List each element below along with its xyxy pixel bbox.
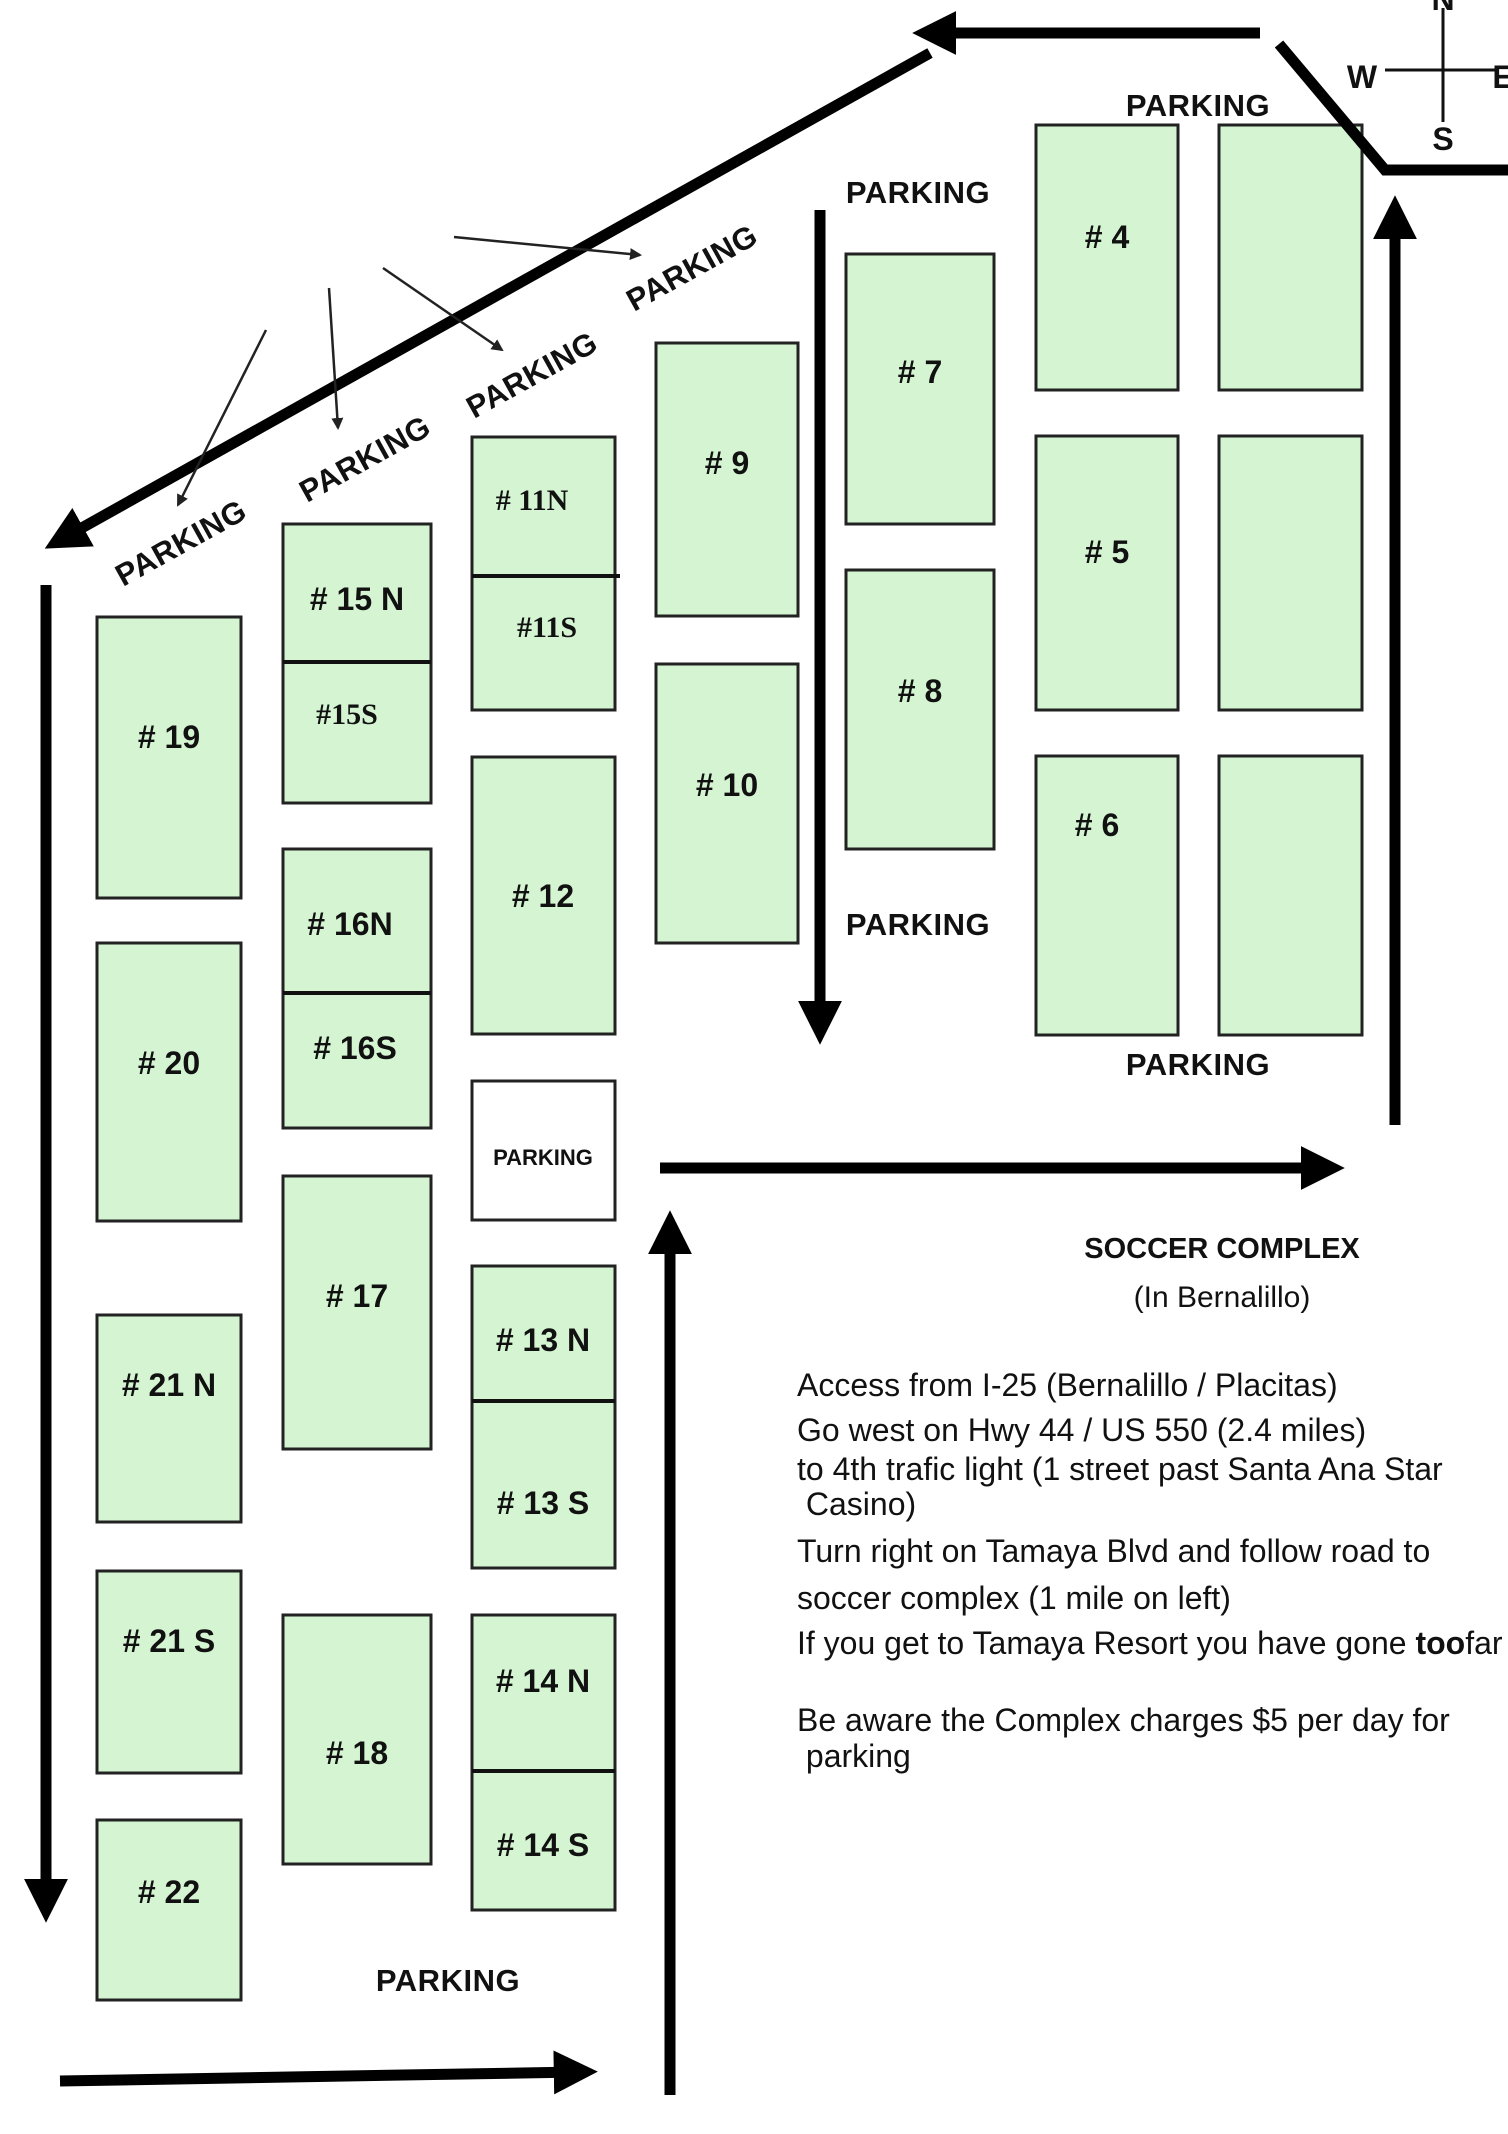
- warning-far: far: [1465, 1625, 1503, 1661]
- parking-label-9: PARKING: [620, 218, 763, 319]
- field-5-label: # 5: [1085, 534, 1129, 570]
- field-16n-label: # 16N: [307, 906, 392, 942]
- field-11: [470, 435, 617, 712]
- parking-label-6: PARKING: [109, 493, 252, 594]
- parking-lot-label: PARKING: [493, 1145, 593, 1170]
- field-9: [654, 341, 800, 618]
- field-12-label: # 12: [512, 878, 574, 914]
- field-17-label: # 17: [326, 1278, 388, 1314]
- field-8-label: # 8: [898, 673, 942, 709]
- parking-label-1: PARKING: [1126, 88, 1270, 123]
- warning-too: too: [1415, 1625, 1465, 1661]
- field-6-label: # 6: [1075, 807, 1119, 843]
- field-13s-label: # 13 S: [497, 1485, 590, 1521]
- field-7: [844, 252, 996, 526]
- field-22: [95, 1818, 243, 2002]
- field-6: [1034, 754, 1180, 1037]
- field-21s: [95, 1569, 243, 1775]
- field-8: [844, 568, 996, 851]
- field-16s-label: # 16S: [313, 1030, 397, 1066]
- field-11n-label: # 11N: [496, 484, 569, 517]
- field-18: [281, 1613, 433, 1866]
- field-unlabeled-top: [1217, 123, 1364, 392]
- field-20: [95, 941, 243, 1223]
- field-14n-label: # 14 N: [496, 1663, 590, 1699]
- field-12: [470, 755, 617, 1036]
- fee-line-1: Be aware the Complex charges $5 per day …: [797, 1702, 1450, 1738]
- road-arrow-diagonal: [44, 48, 933, 549]
- compass-n: N: [1431, 0, 1454, 17]
- field-11s-label: #11S: [517, 611, 577, 644]
- complex-title: SOCCER COMPLEX: [1084, 1233, 1360, 1265]
- field-13: [470, 1264, 617, 1570]
- parking-label-2: PARKING: [846, 175, 990, 210]
- field-20-label: # 20: [138, 1045, 200, 1081]
- compass-icon: [1385, 8, 1495, 122]
- parking-label-8: PARKING: [460, 325, 603, 426]
- fee-line-2: parking: [797, 1738, 911, 1774]
- field-21s-label: # 21 S: [123, 1623, 216, 1659]
- road-arrow-bottom-east: [59, 2050, 598, 2095]
- field-15n-label: # 15 N: [310, 581, 404, 617]
- pointer-arrow-2: [327, 287, 344, 430]
- field-unlabeled-middle: [1217, 434, 1364, 712]
- parking-label-4: PARKING: [1126, 1047, 1270, 1082]
- road-highway: [1274, 40, 1508, 176]
- parking-lot-box: [470, 1079, 617, 1222]
- directions-line-6: soccer complex (1 mile on left): [797, 1580, 1231, 1616]
- field-19: [95, 615, 243, 900]
- field-13n-label: # 13 N: [496, 1322, 590, 1358]
- field-15s-label: #15S: [316, 698, 378, 731]
- field-19-label: # 19: [138, 719, 200, 755]
- pointer-arrow-1: [176, 329, 268, 507]
- field-4: [1034, 123, 1180, 392]
- warning-text: If you get to Tamaya Resort you have gon…: [797, 1625, 1415, 1661]
- field-21n-label: # 21 N: [122, 1367, 216, 1403]
- field-7-label: # 7: [898, 354, 942, 390]
- field-unlabeled-bottom: [1217, 754, 1364, 1037]
- pointer-arrow-4: [453, 235, 642, 261]
- field-10-label: # 10: [696, 767, 758, 803]
- field-17: [281, 1174, 433, 1451]
- parking-label-7: PARKING: [293, 409, 436, 510]
- field-18-label: # 18: [326, 1735, 388, 1771]
- directions-line-2: Go west on Hwy 44 / US 550 (2.4 miles): [797, 1412, 1366, 1448]
- warning-line: If you get to Tamaya Resort you have gon…: [797, 1625, 1503, 1661]
- field-14s-label: # 14 S: [497, 1827, 590, 1863]
- compass-e: E: [1492, 59, 1508, 95]
- parking-label-5: PARKING: [376, 1963, 520, 1998]
- field-22-label: # 22: [138, 1874, 200, 1910]
- field-21n: [95, 1313, 243, 1524]
- directions-line-4: Casino): [797, 1486, 916, 1522]
- field-16: [281, 847, 433, 1130]
- field-4-label: # 4: [1085, 219, 1130, 255]
- compass-w: W: [1347, 59, 1378, 95]
- directions-line-3: to 4th trafic light (1 street past Santa…: [797, 1451, 1443, 1487]
- directions-line-5: Turn right on Tamaya Blvd and follow roa…: [797, 1533, 1430, 1569]
- directions-line-1: Access from I-25 (Bernalillo / Placitas): [797, 1367, 1338, 1403]
- field-14: [470, 1613, 617, 1912]
- field-9-label: # 9: [705, 445, 749, 481]
- field-5: [1034, 434, 1180, 712]
- field-10: [654, 662, 800, 945]
- pointer-arrow-3: [382, 266, 504, 352]
- compass-s: S: [1432, 121, 1453, 157]
- complex-subtitle: (In Bernalillo): [1134, 1281, 1311, 1314]
- parking-label-3: PARKING: [846, 907, 990, 942]
